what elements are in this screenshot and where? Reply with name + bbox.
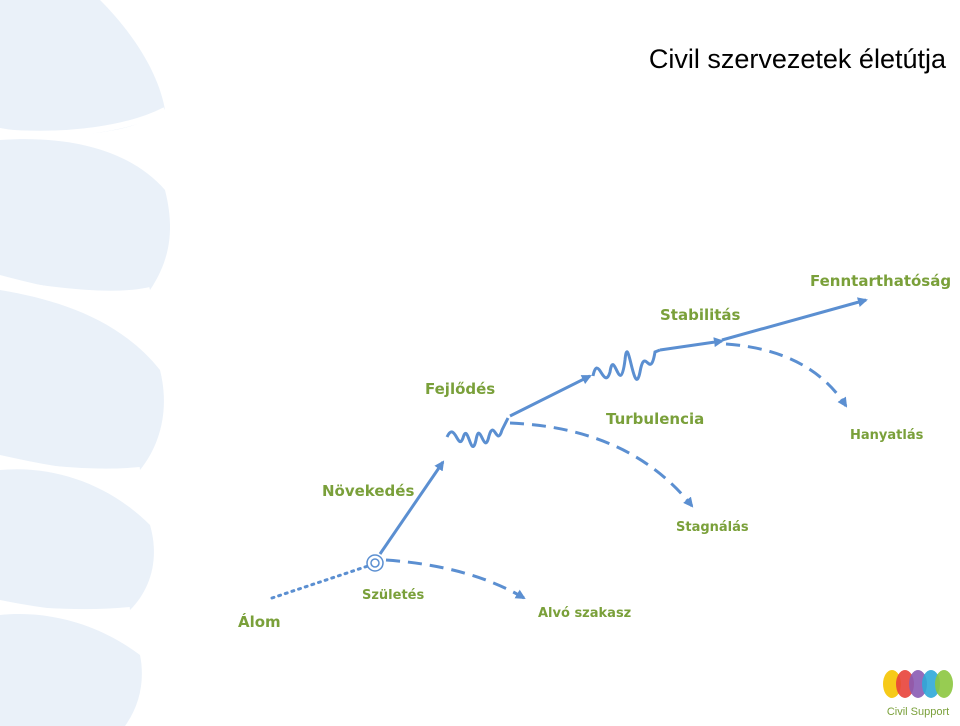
logo-petal xyxy=(909,670,927,698)
sustainability-arrow xyxy=(721,297,868,342)
development-wave xyxy=(445,417,510,449)
civil-support-logo: Civil Support xyxy=(880,664,956,720)
birth-point-icon xyxy=(366,554,384,572)
logo-petal xyxy=(883,670,901,698)
decline-dashed-arrow xyxy=(725,342,848,408)
stagnation-dashed-arrow xyxy=(509,421,694,508)
stability-arrow xyxy=(659,337,724,352)
label-alom: Álom xyxy=(238,612,281,631)
logo-petal xyxy=(935,670,953,698)
logo-text: Civil Support xyxy=(886,706,950,718)
label-szuletes: Születés xyxy=(362,588,424,603)
label-turbulencia: Turbulencia xyxy=(606,410,704,428)
label-novekedes: Növekedés xyxy=(322,482,414,500)
logo-petals-icon xyxy=(883,670,953,698)
growth-arrow xyxy=(378,460,445,555)
progress-arrow xyxy=(509,374,592,418)
label-fenntarthatosag: Fenntarthatóság xyxy=(810,272,951,290)
label-hanyatlas: Hanyatlás xyxy=(850,428,924,443)
turbulence-wave xyxy=(591,348,661,381)
dormant-dashed-arrow xyxy=(385,558,526,600)
dream-dotted-line xyxy=(270,564,370,600)
label-alvo-szakasz: Alvó szakasz xyxy=(538,606,631,621)
label-stagnalas: Stagnálás xyxy=(676,520,749,535)
label-fejlodes: Fejlődés xyxy=(425,380,495,398)
logo-petal xyxy=(896,670,914,698)
label-stabilitas: Stabilitás xyxy=(660,306,741,324)
logo-petal xyxy=(922,670,940,698)
slide-title: Civil szervezetek életútja xyxy=(648,44,946,74)
